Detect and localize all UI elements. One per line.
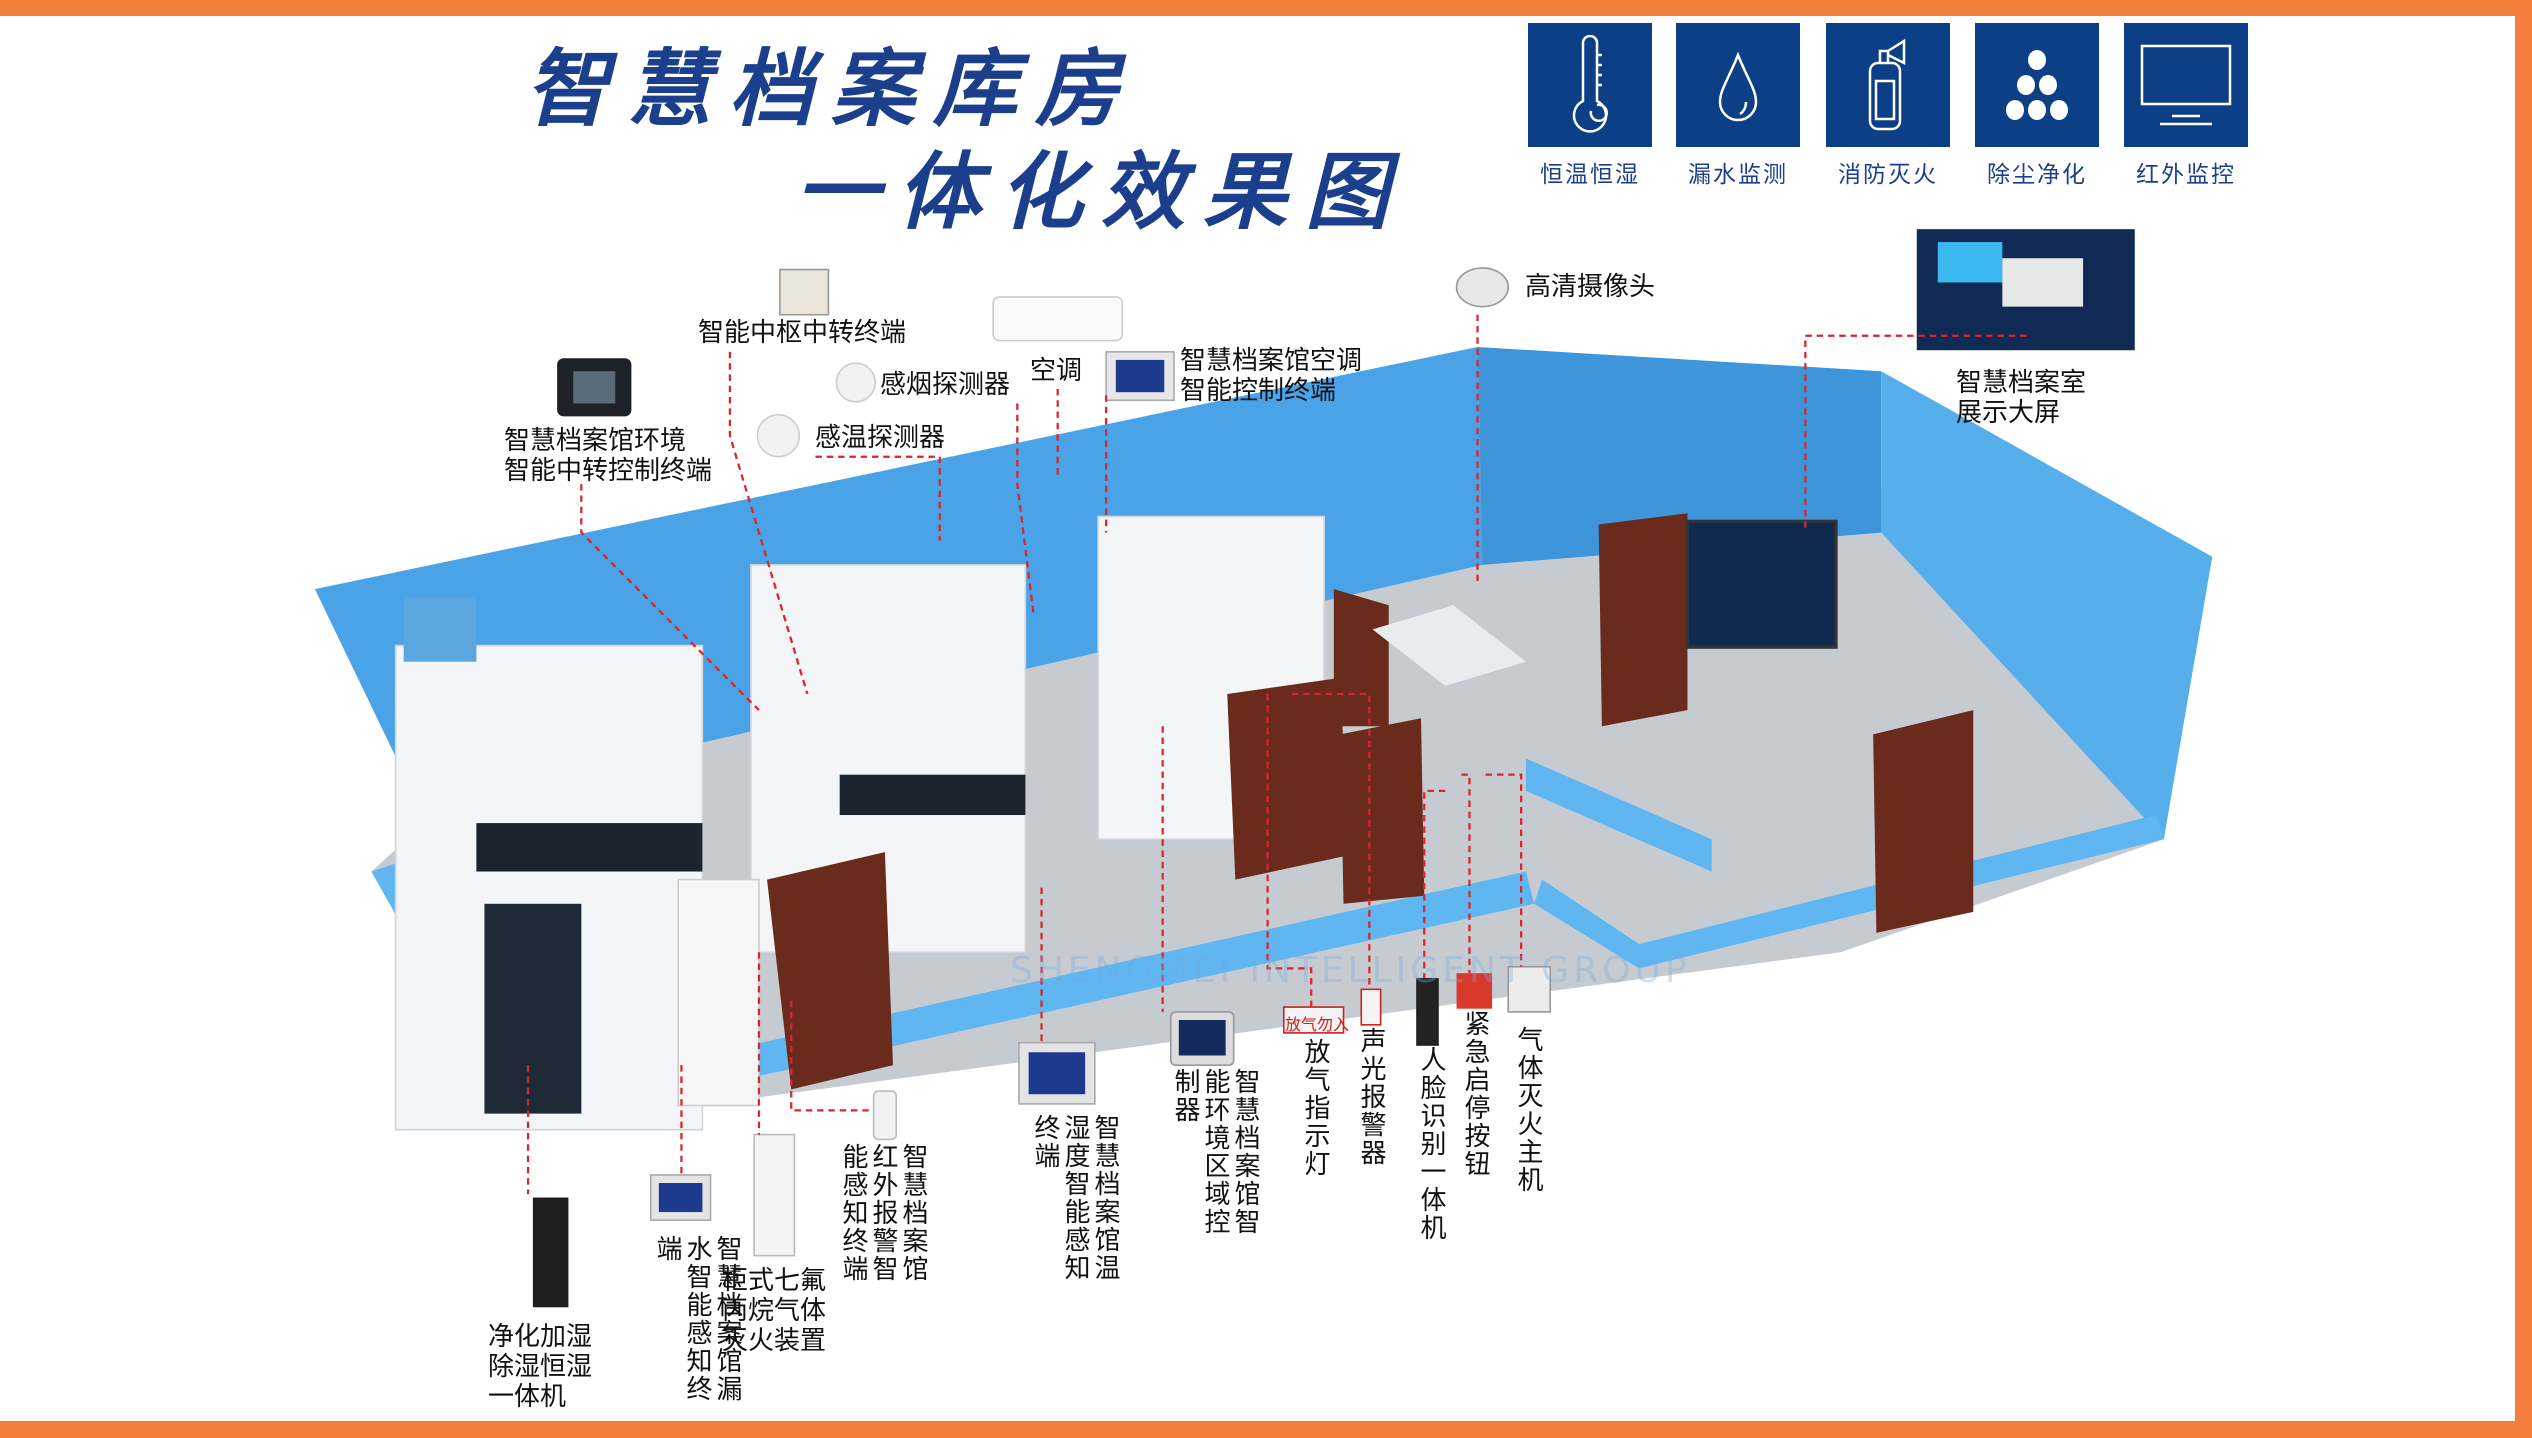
label-sound-light-alarm: 声光报警器 (1356, 1027, 1386, 1167)
label-gas-host: 气体灭火主机 (1513, 1026, 1543, 1194)
label-release-sign: 放气勿入 (1285, 1015, 1350, 1034)
label-line: 除湿恒湿 (488, 1352, 593, 1382)
hub-terminal-device (779, 268, 830, 316)
label-line: 展示大屏 (1956, 398, 2061, 428)
gas-host-device (1507, 965, 1552, 1013)
label-line: 灭火装置 (722, 1326, 827, 1356)
title-line-2: 一体化效果图 (795, 143, 1408, 241)
feature-label: 红外监控 (2136, 162, 2236, 188)
label-line: 丙烷气体 (722, 1296, 827, 1326)
emergency-button-device (1456, 973, 1493, 1009)
label-line: 一体机 (488, 1382, 567, 1412)
label-line: 柜式七氟 (722, 1266, 827, 1296)
label-display-screen: 智慧档案室 展示大屏 (1956, 368, 2086, 428)
leader-lines (526, 314, 2027, 1195)
feature-label: 消防灭火 (1838, 162, 1938, 188)
feature-label: 恒温恒湿 (1540, 162, 1640, 188)
display-screen-in-room (1685, 519, 1838, 649)
infrared-sensor-device (872, 1090, 898, 1141)
title-line-1: 智慧档案库房 (525, 40, 1138, 138)
fire-extinguisher-icon (1826, 23, 1950, 147)
meeting-table (1372, 605, 1526, 686)
feature-dust-purification: 除尘净化 (1975, 23, 2099, 189)
label-heat-detector: 感温探测器 (815, 423, 946, 453)
label-line: 智能中转控制终端 (504, 456, 713, 486)
smoke-detector-device (835, 362, 877, 403)
watermark: SHENGMEI INTELLIGENT GROUP (1010, 950, 1691, 991)
release-light-device (1282, 1006, 1345, 1034)
front-wall-right (1534, 815, 2164, 969)
label-smoke-detector: 感烟探测器 (880, 370, 1011, 400)
alarm-device (1360, 988, 1382, 1026)
label-line: 智慧档案馆空调 (1180, 346, 1363, 376)
label-area-controller: 智慧档案馆智能环境区域控制器 (1170, 1068, 1260, 1236)
label-gas-extinguisher: 柜式七氟 丙烷气体 灭火装置 (722, 1266, 826, 1356)
label-purifier: 净化加湿 除湿恒湿 一体机 (488, 1322, 592, 1412)
partition-wall (1525, 758, 1712, 872)
feature-label: 漏水监测 (1688, 162, 1788, 188)
label-leak-sensor: 智慧档案馆漏水智能感知终端 (652, 1235, 742, 1403)
label-face-recognition: 人脸识别一体机 (1416, 1046, 1446, 1242)
label-camera: 高清摄像头 (1525, 272, 1656, 302)
feature-infrared-monitoring: 红外监控 (2124, 23, 2248, 189)
gas-extinguisher-device (753, 1133, 796, 1257)
face-recognition-device (1416, 978, 1439, 1046)
feature-label: 除尘净化 (1987, 162, 2087, 188)
feature-leak-monitoring: 漏水监测 (1676, 23, 1800, 189)
air-conditioner-device (992, 296, 1124, 342)
label-env-control: 智慧档案馆环境 智能中转控制终端 (504, 426, 712, 486)
water-drop-icon (1676, 23, 1800, 147)
thermometer-icon (1528, 23, 1652, 147)
label-line: 智慧档案馆环境 (504, 426, 687, 456)
camera-device (1455, 267, 1510, 308)
back-wall-right (1477, 346, 1882, 565)
purifier-device (532, 1197, 569, 1308)
doors (767, 513, 1974, 1090)
label-ac-control: 智慧档案馆空调 智能控制终端 (1180, 346, 1362, 406)
label-line: 智慧档案室 (1956, 368, 2087, 398)
label-line: 净化加湿 (488, 1322, 593, 1352)
heat-detector-device (756, 413, 801, 458)
label-line: 智能控制终端 (1180, 376, 1337, 406)
feature-fire-fighting: 消防灭火 (1826, 23, 1950, 189)
right-wall (1881, 371, 2213, 840)
feature-temperature-humidity: 恒温恒湿 (1528, 23, 1652, 189)
label-emergency-button: 紧急启停按钮 (1460, 1010, 1490, 1178)
label-temp-humidity: 智慧档案馆温湿度智能感知终端 (1030, 1114, 1120, 1282)
monitor-icon (2124, 23, 2248, 147)
dust-particles-icon (1975, 23, 2099, 147)
label-hub-terminal: 智能中枢中转终端 (698, 318, 907, 348)
label-air-conditioner: 空调 (1030, 356, 1083, 386)
label-infrared-alarm: 智慧档案馆红外报警智能感知终端 (838, 1143, 928, 1283)
label-release-light: 放气指示灯 (1300, 1038, 1330, 1178)
